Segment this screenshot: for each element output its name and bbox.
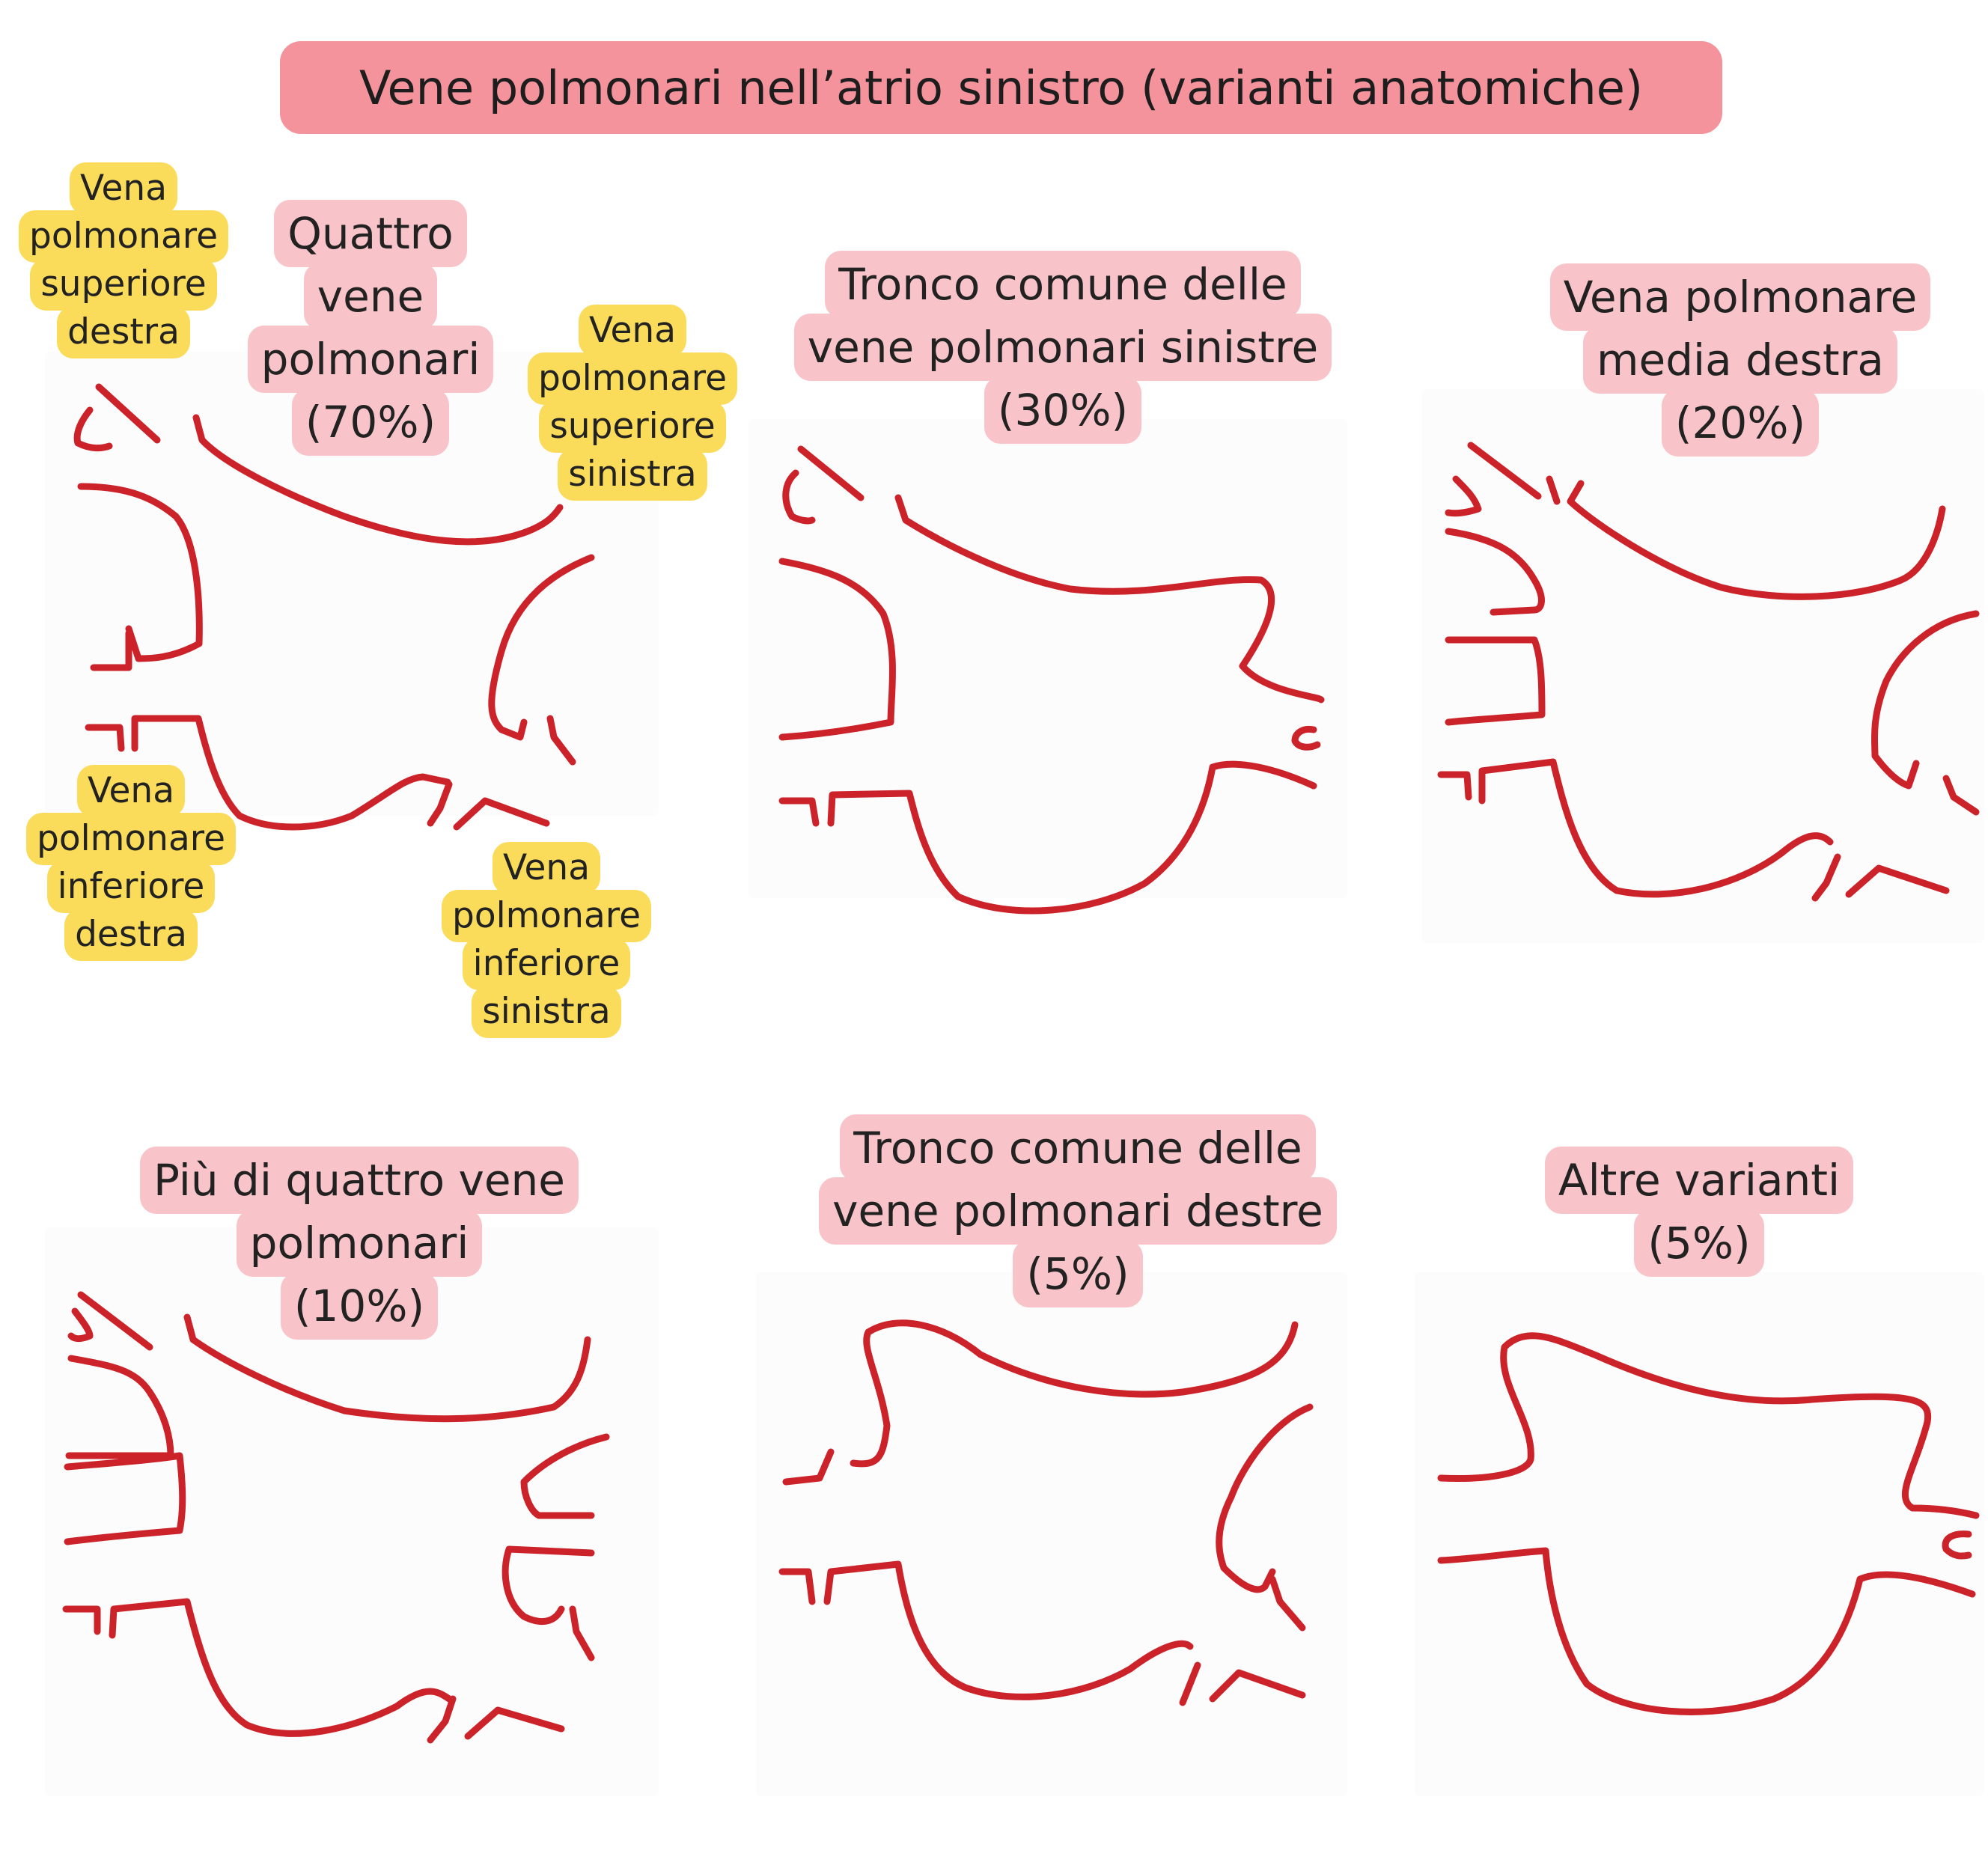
- vein-label-line: Vena: [578, 305, 686, 357]
- panel-6-atrium-outline: [1437, 1332, 1980, 1715]
- panel-label-line: Tronco comune delle: [825, 251, 1301, 318]
- panel-label-line: Vena polmonare: [1549, 263, 1931, 331]
- panel-2-atrium-outline: [778, 445, 1325, 915]
- vein-label-superiore-destra: Vena polmonare superiore destra: [11, 162, 236, 358]
- panel-label-line: polmonari: [247, 326, 494, 393]
- vein-label-line: Vena: [69, 162, 177, 215]
- panel-label-line: (5%): [1013, 1240, 1143, 1307]
- vein-label-line: inferiore: [46, 861, 216, 913]
- vein-label-line: destra: [64, 909, 198, 961]
- vein-label-line: inferiore: [462, 938, 631, 990]
- vein-label-line: destra: [57, 306, 190, 358]
- vein-label-line: sinistra: [558, 448, 707, 501]
- panel-label-line: media destra: [1583, 326, 1897, 394]
- panel-label-line: vene polmonari sinistre: [793, 314, 1332, 381]
- panel-label-piu-di-quattro: Più di quattro vene polmonari (10%): [105, 1147, 614, 1340]
- vein-label-inferiore-destra: Vena polmonare inferiore destra: [19, 765, 243, 961]
- panel-label-line: (20%): [1661, 389, 1820, 457]
- vein-label-inferiore-sinistra: Vena polmonare inferiore sinistra: [434, 842, 659, 1038]
- vein-label-superiore-sinistra: Vena polmonare superiore sinistra: [520, 305, 745, 501]
- panel-label-line: (5%): [1634, 1209, 1764, 1277]
- panel-label-vena-media-destra: Vena polmonare media destra (20%): [1527, 263, 1954, 457]
- panel-background-5: [756, 1272, 1347, 1796]
- panel-label-line: (30%): [984, 376, 1142, 444]
- vein-label-line: sinistra: [472, 986, 621, 1038]
- panel-label-line: (70%): [291, 388, 450, 456]
- panel-label-line: Quattro: [274, 200, 467, 267]
- vein-label-line: polmonare: [19, 210, 228, 263]
- vein-label-line: superiore: [30, 258, 217, 311]
- vein-label-line: Vena: [492, 842, 600, 894]
- vein-label-line: Vena: [76, 765, 185, 817]
- panel-label-line: Tronco comune delle: [840, 1114, 1316, 1182]
- vein-label-line: superiore: [539, 400, 726, 453]
- panel-label-altre-varianti: Altre varianti (5%): [1512, 1147, 1886, 1277]
- vein-label-line: polmonare: [442, 890, 651, 942]
- panel-label-line: polmonari: [236, 1209, 483, 1277]
- panel-5-atrium-outline: [778, 1319, 1314, 1706]
- panel-4-atrium-outline: [62, 1291, 610, 1744]
- panel-label-line: (10%): [280, 1272, 439, 1340]
- panel-1-atrium-outline: [73, 383, 595, 831]
- panel-label-line: Altre varianti: [1544, 1147, 1854, 1214]
- panel-label-tronco-destre: Tronco comune delle vene polmonari destr…: [771, 1114, 1385, 1307]
- panel-label-line: vene polmonari destre: [819, 1177, 1337, 1245]
- panel-3-atrium-outline: [1437, 442, 1980, 902]
- panel-label-tronco-sinistre: Tronco comune delle vene polmonari sinis…: [756, 251, 1370, 444]
- vein-label-line: polmonare: [528, 352, 737, 405]
- panel-label-line: Più di quattro vene: [140, 1147, 579, 1214]
- panel-label-line: vene: [303, 263, 438, 330]
- panel-label-quattro-vene: Quattro vene polmonari (70%): [240, 200, 501, 456]
- vein-label-line: polmonare: [26, 813, 236, 865]
- page-title: Vene polmonari nell’atrio sinistro (vari…: [280, 41, 1722, 134]
